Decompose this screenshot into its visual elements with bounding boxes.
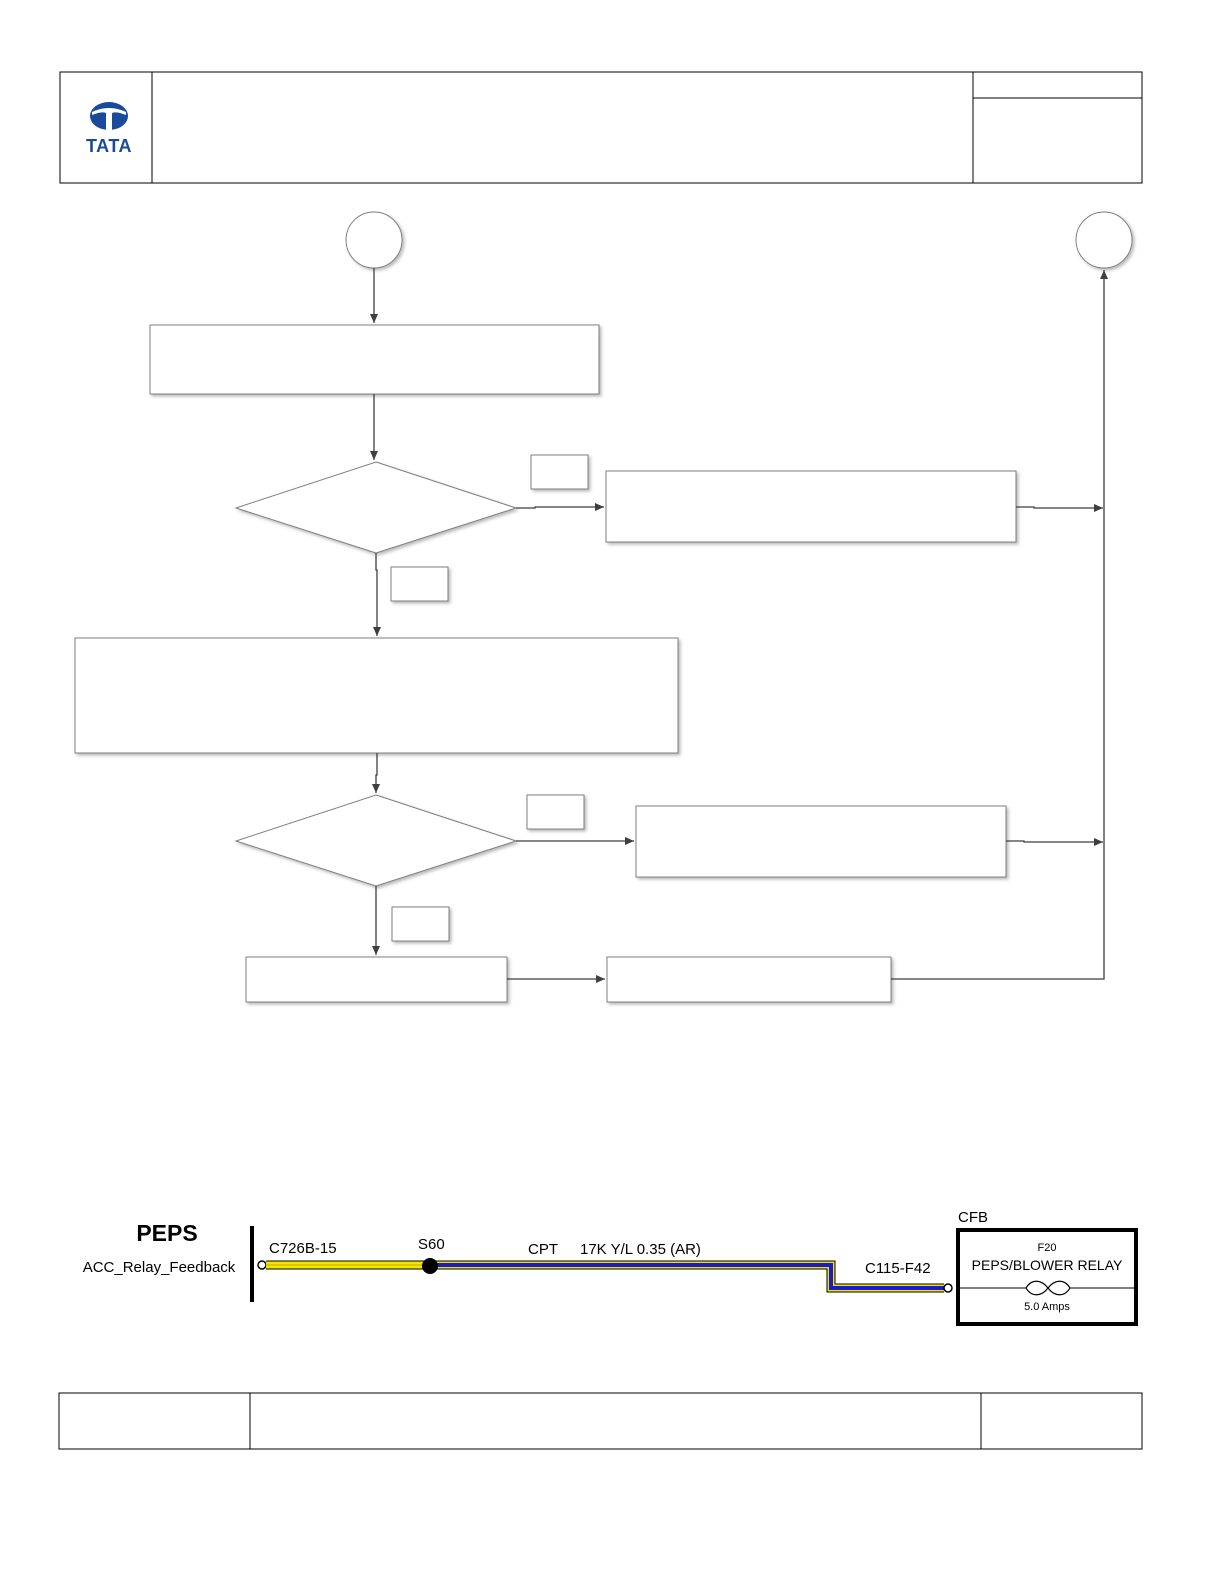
start-connector bbox=[345, 211, 403, 269]
wiring-schematic: PEPS ACC_Relay_Feedback C726B-15 S60 CPT… bbox=[83, 1209, 1138, 1326]
decision-1-no-label-box bbox=[390, 566, 449, 602]
process-step-4 bbox=[606, 956, 892, 1003]
process-branch-2 bbox=[635, 805, 1007, 878]
fuse-name: PEPS/BLOWER RELAY bbox=[972, 1257, 1123, 1273]
fuse-rating: 5.0 Amps bbox=[1024, 1301, 1070, 1313]
decision-1 bbox=[234, 461, 518, 554]
arrow-step-4-to-end bbox=[891, 270, 1108, 980]
process-step-1 bbox=[149, 324, 600, 395]
fuse-box-label: CFB bbox=[958, 1209, 988, 1226]
header-frame bbox=[59, 71, 1143, 184]
decision-1-yes-label-box bbox=[530, 454, 589, 490]
module-name: PEPS bbox=[136, 1220, 197, 1246]
splice-node bbox=[422, 1258, 438, 1274]
process-step-3 bbox=[245, 956, 508, 1003]
arrow-branch-1-to-end bbox=[1016, 504, 1103, 512]
signal-name: ACC_Relay_Feedback bbox=[83, 1259, 236, 1276]
circuit-code: CPT bbox=[528, 1241, 558, 1258]
tata-logo-icon: TATA bbox=[86, 102, 132, 156]
connector-left-label: C726B-15 bbox=[269, 1240, 337, 1257]
pin-right bbox=[943, 1283, 953, 1293]
decision-2 bbox=[234, 794, 518, 887]
connector-right-label: C115-F42 bbox=[865, 1260, 931, 1277]
decision-2-yes-label-box bbox=[526, 794, 585, 830]
fuse-box bbox=[956, 1228, 1138, 1326]
wire-blue-right bbox=[430, 1263, 944, 1290]
tata-logo-text: TATA bbox=[86, 136, 132, 156]
flowchart bbox=[74, 211, 1133, 1003]
process-branch-1 bbox=[605, 470, 1017, 543]
pin-left bbox=[257, 1260, 267, 1270]
process-step-2 bbox=[74, 637, 679, 754]
splice-label: S60 bbox=[418, 1236, 445, 1253]
decision-2-no-label-box bbox=[391, 906, 450, 942]
footer-block bbox=[58, 1392, 1143, 1450]
arrow-decision-1-yes bbox=[516, 503, 604, 511]
arrow-decision-1-no bbox=[373, 553, 381, 636]
fuse-id: F20 bbox=[1038, 1242, 1057, 1254]
arrow-step-2-to-decision-2 bbox=[372, 753, 380, 793]
arrow-branch-2-to-end bbox=[1006, 838, 1103, 846]
header-block: TATA bbox=[59, 71, 1143, 184]
footer-frame bbox=[58, 1392, 1143, 1450]
fuse-icon bbox=[1025, 1280, 1071, 1296]
wire-spec: 17K Y/L 0.35 (AR) bbox=[580, 1241, 701, 1258]
end-connector bbox=[1075, 211, 1133, 269]
